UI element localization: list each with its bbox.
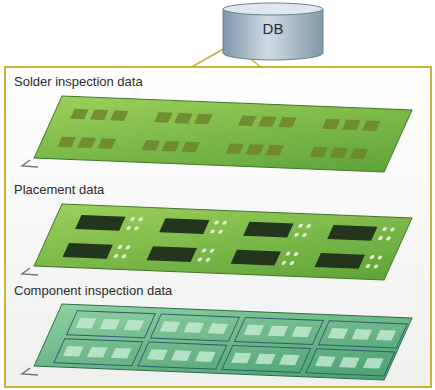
- database-cylinder: DB: [222, 2, 324, 61]
- layer-label: Solder inspection data: [14, 74, 143, 89]
- layer-label: Placement data: [14, 182, 104, 197]
- board-tab: [22, 368, 38, 375]
- board-tab: [22, 160, 38, 167]
- layer-label: Component inspection data: [14, 283, 172, 298]
- pcb-board: [34, 304, 412, 380]
- pcb-board: [34, 204, 412, 280]
- pcb-board: [34, 96, 412, 172]
- board-tab: [22, 268, 38, 275]
- text-wrap: DB: [222, 2, 324, 37]
- database-label: DB: [222, 20, 324, 37]
- data-panel: [5, 67, 431, 387]
